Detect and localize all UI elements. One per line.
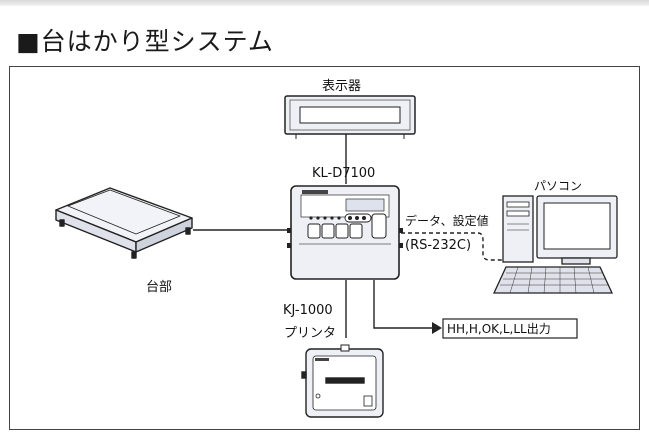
data-link-label: データ、設定値 bbox=[405, 214, 489, 228]
pc-serial-connection-line bbox=[401, 232, 503, 261]
printer-icon bbox=[301, 344, 384, 418]
output-label: HH,H,OK,L,LL出力 bbox=[447, 322, 551, 336]
printer-label: プリンタ bbox=[284, 326, 337, 341]
top-band bbox=[0, 0, 649, 6]
weighing-controller-icon bbox=[287, 185, 403, 280]
display-label: 表示器 bbox=[322, 79, 362, 94]
platform-scale-icon bbox=[55, 187, 193, 259]
diagram-frame bbox=[9, 66, 640, 430]
page-title: ■台はかり型システム bbox=[16, 27, 274, 56]
pc-label: パソコン bbox=[534, 179, 583, 193]
output-connection-line bbox=[373, 280, 432, 329]
rs232c-label: (RS-232C) bbox=[405, 238, 472, 253]
printer-model-label: KJ-1000 bbox=[283, 303, 333, 318]
keyboard-keys bbox=[500, 266, 608, 294]
platform-label: 台部 bbox=[146, 280, 173, 295]
output-arrow-icon bbox=[432, 322, 442, 334]
controller-model-label: KL-D7100 bbox=[312, 166, 376, 181]
output-box bbox=[442, 318, 578, 339]
personal-computer-icon bbox=[492, 195, 618, 294]
display-unit-icon bbox=[284, 95, 416, 139]
